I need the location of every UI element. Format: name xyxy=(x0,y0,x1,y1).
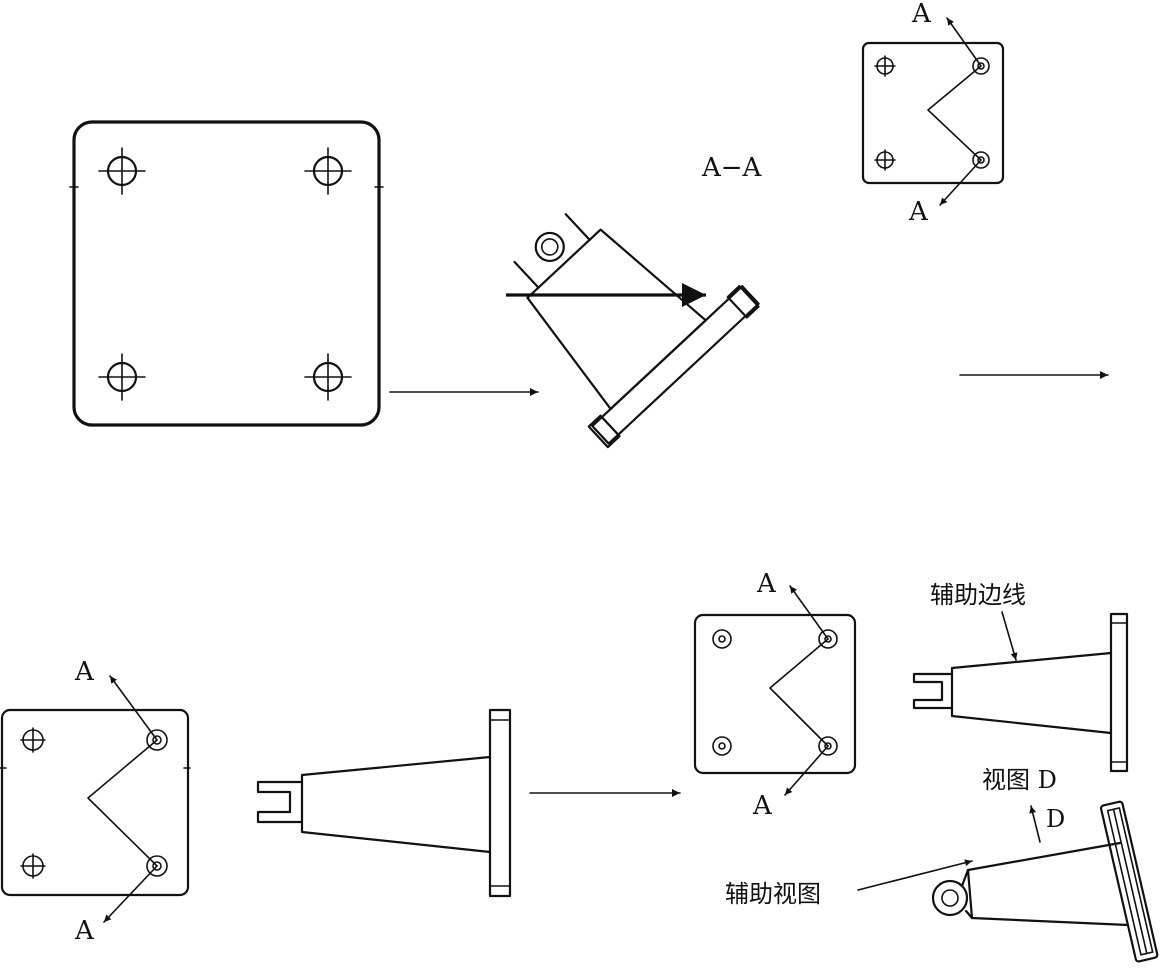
aux-edge-leader xyxy=(1001,611,1018,661)
hole-right-tr xyxy=(818,629,838,649)
cutting-plane-plate-top xyxy=(861,17,1005,206)
hole-right-br xyxy=(818,736,838,756)
small-hole-tl xyxy=(874,55,896,77)
hole-left-br xyxy=(146,855,168,877)
section-title: A−A xyxy=(701,153,763,183)
aux-edge-label: 辅助边线 xyxy=(930,581,1026,609)
small-hole-br xyxy=(972,151,990,169)
hole-top-left xyxy=(98,147,146,195)
hole-top-right xyxy=(304,147,352,195)
cutting-plane-line xyxy=(927,65,982,161)
bracket-side-view-right xyxy=(912,612,1129,773)
section-label-left-upper: A xyxy=(74,657,95,687)
view-d-label: 视图 D xyxy=(982,766,1057,794)
aux-view-leader xyxy=(857,859,973,891)
hole-left-tr xyxy=(146,729,168,751)
view-d-arrow xyxy=(1029,805,1041,843)
hole-right-tl xyxy=(712,629,732,649)
hole-left-tl xyxy=(20,727,46,753)
section-label-left-lower: A xyxy=(74,916,95,946)
section-arrow-up xyxy=(946,17,982,67)
view-d-letter: D xyxy=(1046,805,1065,833)
hole-bottom-left xyxy=(98,353,146,401)
cutting-plane-plate-left xyxy=(0,675,191,923)
cutting-plane-line-right xyxy=(769,638,829,747)
top-plate-view xyxy=(69,120,384,427)
hole-left-bl xyxy=(20,853,46,879)
hole-right-bl xyxy=(712,736,732,756)
hole-bottom-right xyxy=(304,353,352,401)
cutting-plane-line-left xyxy=(87,739,158,867)
section-view xyxy=(506,213,760,449)
bracket-side-view xyxy=(256,708,512,898)
cutting-plane-plate-right xyxy=(693,585,857,796)
section-label-right-upper: A xyxy=(756,569,777,599)
section-label-right-lower: A xyxy=(752,791,773,821)
small-hole-tr xyxy=(972,57,990,75)
section-arrow-down xyxy=(939,159,982,206)
auxiliary-view xyxy=(931,800,1159,963)
section-label-top-lower: A xyxy=(908,197,929,227)
aux-view-label: 辅助视图 xyxy=(725,880,821,908)
section-label-top-upper: A xyxy=(911,0,932,29)
small-hole-bl xyxy=(874,149,896,171)
